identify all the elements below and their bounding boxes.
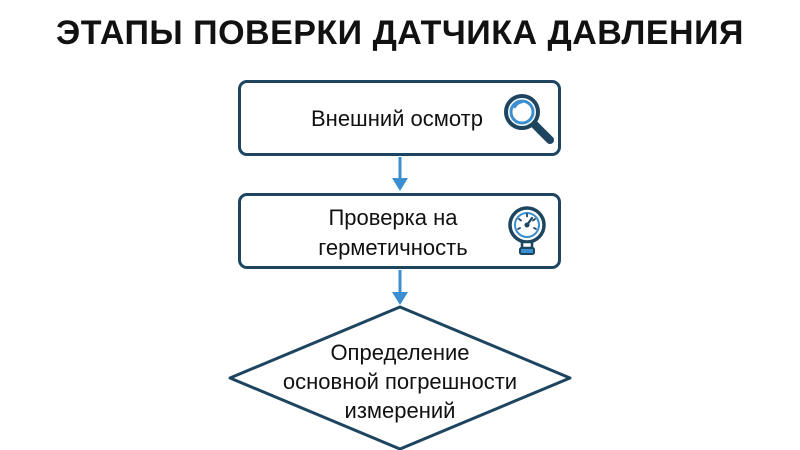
step-label-line: герметичность <box>318 235 468 260</box>
diagram-title: ЭТАПЫ ПОВЕРКИ ДАТЧИКА ДАВЛЕНИЯ <box>56 14 744 52</box>
arrow-step2-to-step3 <box>392 270 408 305</box>
step-label-line: Проверка на <box>328 205 458 230</box>
magnifier-icon <box>504 94 554 144</box>
step-label: Проверка на герметичность <box>303 203 483 263</box>
step-box-external-inspection: Внешний осмотр <box>238 80 561 156</box>
decision-diamond <box>228 305 572 450</box>
arrow-step1-to-step2 <box>392 157 408 191</box>
decision-label-line: измерений <box>344 398 456 423</box>
pressure-gauge-icon <box>508 206 546 255</box>
step-box-leak-test: Проверка на герметичность <box>238 193 561 269</box>
decision-label: Определение основной погрешности измерен… <box>230 338 570 425</box>
step-label: Внешний осмотр <box>311 104 483 134</box>
decision-label-line: основной погрешности <box>282 369 518 394</box>
step-label-line: Внешний осмотр <box>311 106 483 131</box>
decision-label-line: Определение <box>330 340 470 365</box>
